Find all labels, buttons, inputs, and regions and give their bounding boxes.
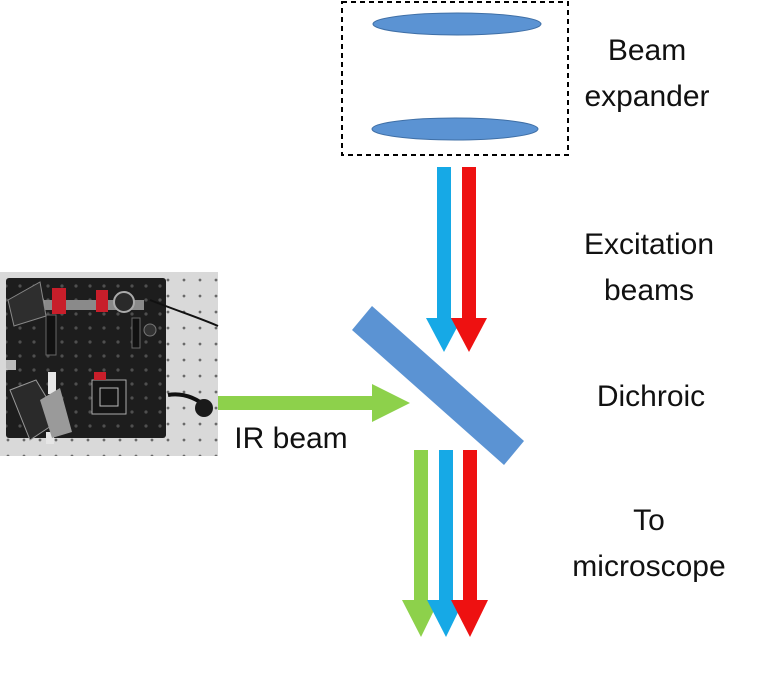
ir-beam-label: IR beam — [234, 422, 348, 455]
excitation-red-arrow — [451, 167, 487, 352]
to-microscope-label-line2: microscope — [572, 550, 726, 583]
to-microscope-label: To microscope — [556, 498, 742, 590]
beam-expander-lens-bottom — [371, 117, 539, 141]
beam-expander-label: Beam expander — [560, 28, 734, 120]
ir-beam-arrow — [170, 384, 410, 422]
dichroic-label: Dichroic — [596, 380, 706, 413]
beam-expander-label-line2: expander — [584, 80, 710, 113]
output-blue-arrow — [427, 450, 464, 637]
excitation-beams-label: Excitation beams — [560, 222, 738, 314]
output-red-arrow — [451, 450, 488, 637]
beam-expander-label-line1: Beam — [607, 34, 687, 67]
beam-expander-lens-top — [372, 12, 542, 36]
output-green-arrow — [402, 450, 439, 637]
excitation-beams-label-line1: Excitation — [583, 228, 715, 261]
optical-breadboard-photo — [0, 272, 219, 456]
dichroic-mirror — [352, 306, 524, 465]
beam-expander-box — [341, 1, 569, 156]
excitation-beams-label-line2: beams — [603, 274, 695, 307]
excitation-blue-arrow — [426, 167, 462, 352]
to-microscope-label-line1: To — [633, 504, 665, 537]
